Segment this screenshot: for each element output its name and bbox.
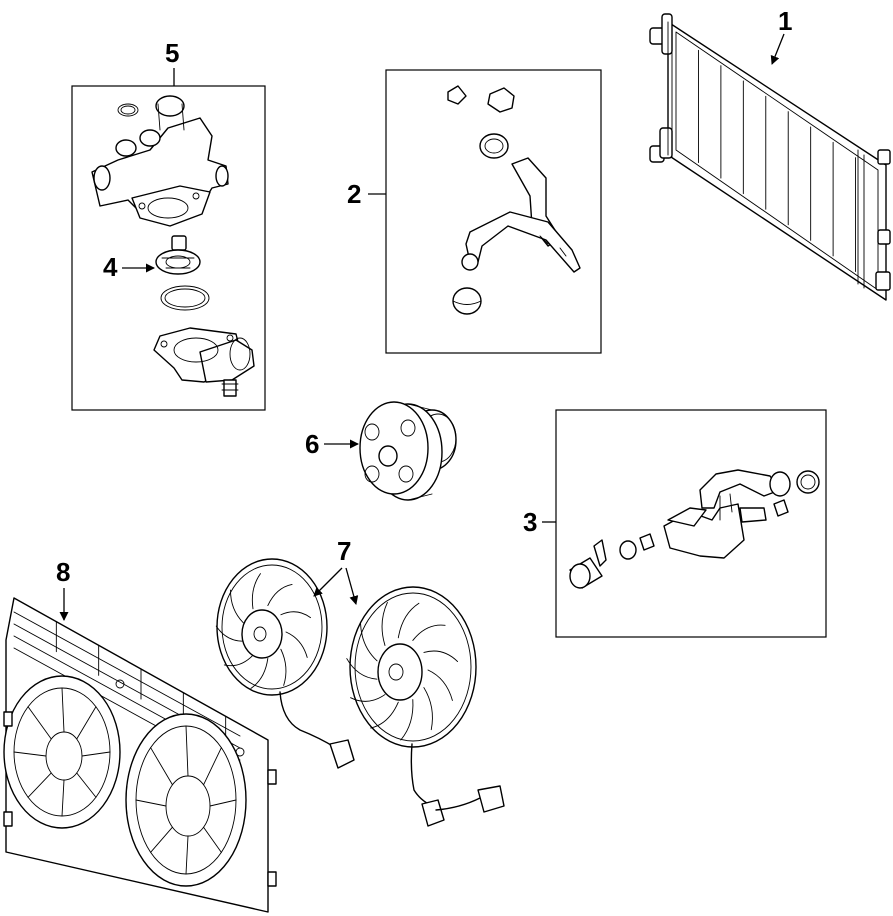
lower-hose-assembly-icon[interactable]: [569, 469, 820, 589]
upper-hose-assembly-icon[interactable]: [447, 85, 581, 315]
callout-label-6: 6: [305, 429, 319, 459]
lower-hose-group-box: [555, 409, 827, 638]
callout-label-1: 1: [778, 6, 792, 36]
callout-label-5: 5: [165, 38, 179, 68]
housing-group-box: [71, 85, 266, 411]
radiator-icon[interactable]: [649, 13, 891, 301]
callout-2: 2: [347, 179, 386, 209]
callout-label-3: 3: [523, 507, 537, 537]
callout-1: 1: [770, 6, 792, 65]
callout-label-8: 8: [56, 557, 70, 587]
thermostat-icon[interactable]: [153, 235, 255, 397]
cooling-fan-motor-icon[interactable]: [215, 558, 505, 827]
callout-8: 8: [56, 557, 70, 621]
callout-6: 6: [305, 429, 359, 459]
callout-label-7: 7: [337, 536, 351, 566]
callout-label-4: 4: [103, 252, 118, 282]
callout-4: 4: [103, 252, 155, 282]
callout-3: 3: [523, 507, 556, 537]
callout-7: 7: [313, 536, 359, 605]
water-pump-pulley-icon[interactable]: [359, 401, 457, 501]
thermostat-housing-icon[interactable]: [91, 95, 229, 227]
fan-shroud-icon[interactable]: [3, 597, 277, 913]
upper-hose-group-box: [385, 69, 602, 354]
callout-label-2: 2: [347, 179, 361, 209]
callout-5: 5: [165, 38, 179, 86]
